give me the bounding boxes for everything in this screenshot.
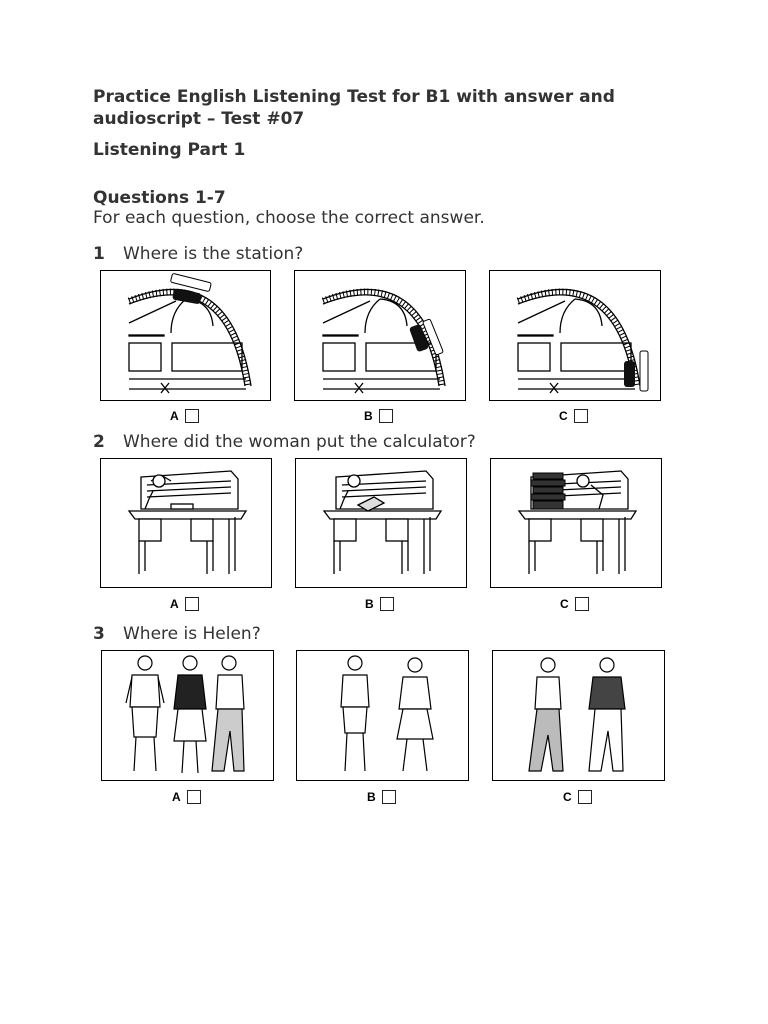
- option-c[interactable]: C: [559, 408, 588, 424]
- answer-checkbox[interactable]: [574, 597, 589, 611]
- question-3: 3 Where is Helen?: [93, 623, 261, 645]
- question-text: Where is the station?: [123, 244, 304, 264]
- desk-option-a-picture: [100, 458, 272, 588]
- question-number: 1: [93, 244, 105, 264]
- answer-checkbox[interactable]: [184, 597, 199, 611]
- map-option-a-picture: [100, 270, 271, 401]
- people-option-b-picture: [296, 650, 469, 781]
- question-text: Where is Helen?: [123, 624, 261, 644]
- option-b[interactable]: B: [367, 789, 396, 805]
- instructions: For each question, choose the correct an…: [93, 208, 485, 228]
- option-b[interactable]: B: [365, 596, 394, 612]
- option-c[interactable]: C: [560, 596, 589, 612]
- people-option-c-picture: [492, 650, 665, 781]
- answer-checkbox[interactable]: [381, 790, 396, 804]
- question-2: 2 Where did the woman put the calculator?: [93, 431, 476, 453]
- option-a[interactable]: A: [170, 408, 199, 424]
- map-option-c-picture: [489, 270, 661, 401]
- answer-checkbox[interactable]: [184, 409, 199, 423]
- question-1: 1 Where is the station?: [93, 243, 303, 265]
- question-range-heading: Questions 1-7: [93, 188, 226, 208]
- answer-checkbox[interactable]: [378, 409, 393, 423]
- answer-checkbox[interactable]: [577, 790, 592, 804]
- question-text: Where did the woman put the calculator?: [123, 432, 476, 452]
- map-option-b-picture: [294, 270, 466, 401]
- page-title: Practice English Listening Test for B1 w…: [93, 87, 615, 129]
- question-number: 3: [93, 624, 105, 644]
- option-a[interactable]: A: [172, 789, 201, 805]
- section-heading: Listening Part 1: [93, 140, 246, 160]
- option-b[interactable]: B: [364, 408, 393, 424]
- option-a[interactable]: A: [170, 596, 199, 612]
- option-c[interactable]: C: [563, 789, 592, 805]
- people-option-a-picture: [101, 650, 274, 781]
- answer-checkbox[interactable]: [573, 409, 588, 423]
- desk-option-b-picture: [295, 458, 467, 588]
- answer-checkbox[interactable]: [186, 790, 201, 804]
- question-number: 2: [93, 432, 105, 452]
- desk-option-c-picture: [490, 458, 662, 588]
- answer-checkbox[interactable]: [379, 597, 394, 611]
